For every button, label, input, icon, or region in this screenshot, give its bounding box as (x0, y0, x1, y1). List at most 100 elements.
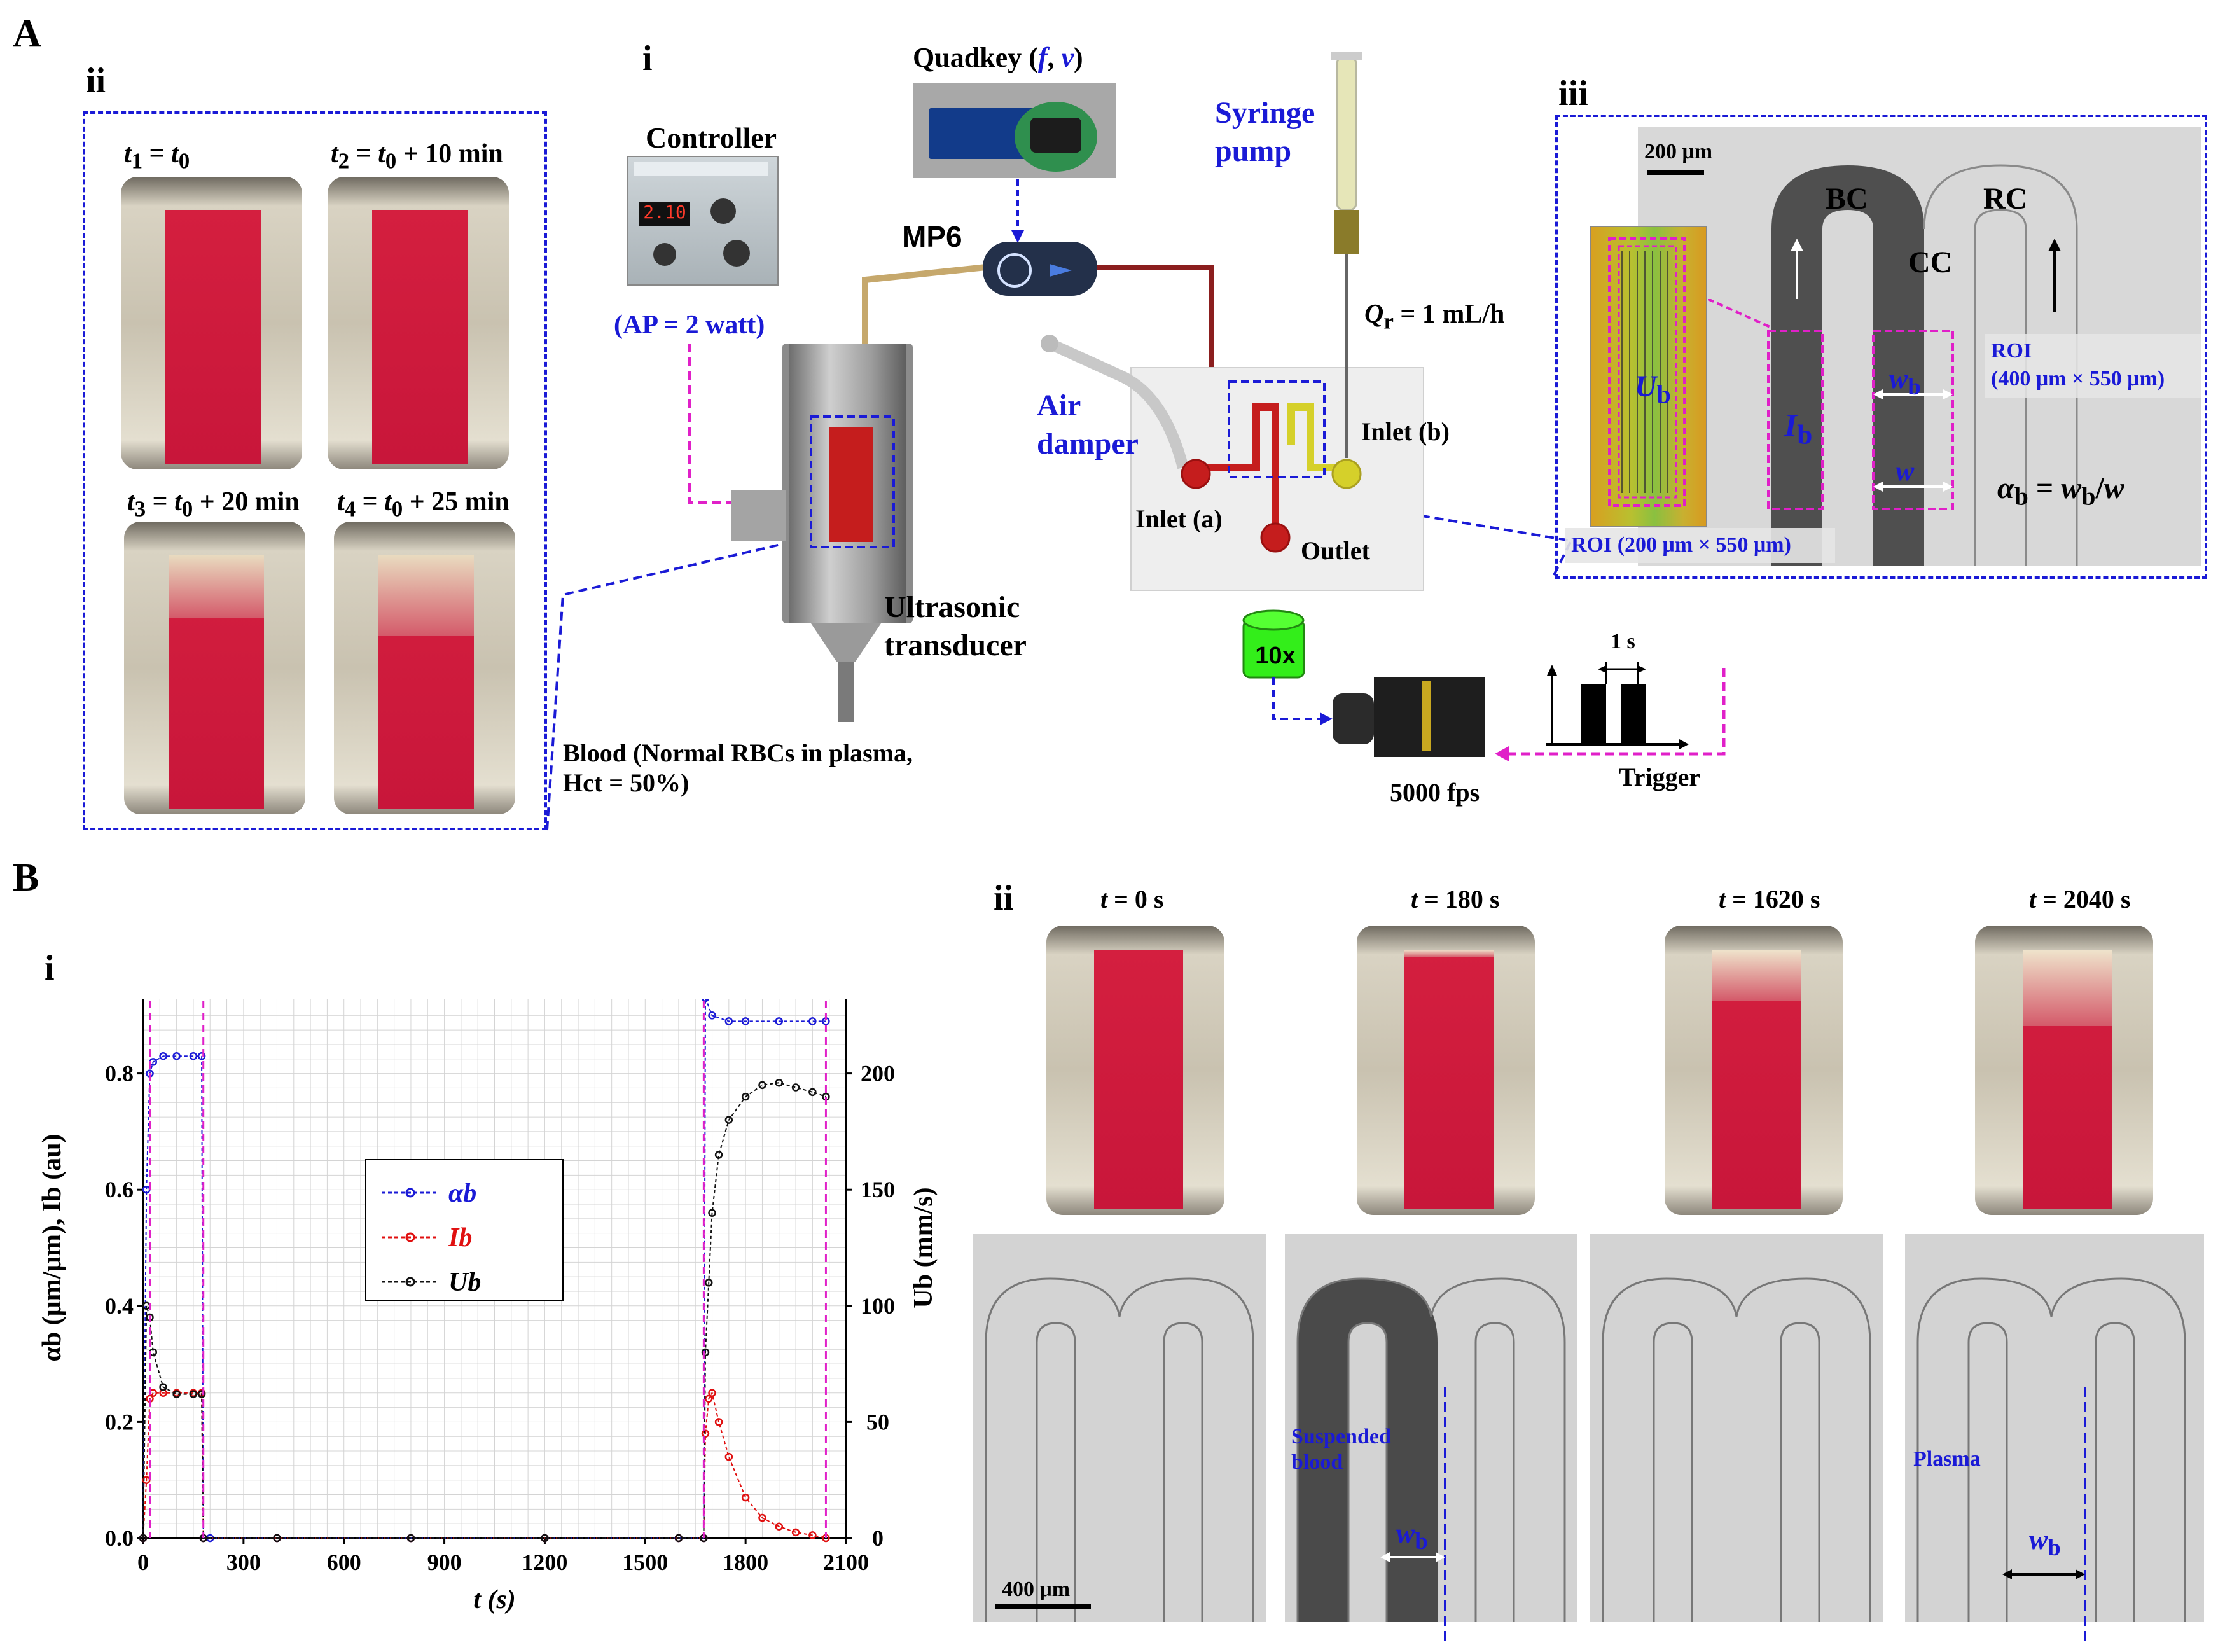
data-point (714, 1418, 723, 1426)
x-tick-label: 600 (327, 1550, 361, 1575)
data-point (159, 1052, 167, 1060)
roi-left-label: ROI (200 μm × 550 μm) (1571, 533, 1791, 557)
syringe-label-line2: pump (1215, 134, 1292, 168)
plasma-micro-label: Plasma (1913, 1447, 1981, 1471)
data-point (808, 1088, 817, 1097)
data-point (142, 1185, 151, 1194)
roi-right-line2: (400 μm × 550 μm) (1991, 367, 2165, 391)
blood-vial-photo-3 (124, 522, 305, 814)
legend-label-2: Ub (448, 1268, 481, 1297)
data-point (758, 1513, 766, 1522)
blood-caption-line1: Blood (Normal RBCs in plasma, (563, 739, 913, 767)
data-point (189, 1052, 198, 1060)
bc-label: BC (1826, 182, 1868, 216)
suspended-blood-line1: Suspended (1291, 1425, 1391, 1448)
y-left-tick-label: 0.8 (105, 1061, 134, 1086)
data-point (197, 1052, 206, 1060)
blood-caption-line2: Hct = 50%) (563, 768, 690, 797)
quadkey-arrow (1011, 179, 1024, 243)
velocity-roi-overlay (1608, 237, 1686, 507)
channel-micrograph-1 (973, 1234, 1266, 1622)
vial-photo-1 (1046, 926, 1224, 1215)
syringe-pump-label: Syringe pump (1215, 94, 1315, 170)
transducer-label-line2: transducer (884, 628, 1027, 662)
channel-micrograph-4 (1905, 1234, 2204, 1622)
panel-a-ii-box (83, 111, 547, 830)
w-label: w (1896, 455, 1915, 487)
controller-display: 2.10 (639, 202, 690, 226)
data-point (197, 1390, 206, 1398)
roi-right-line1: ROI (1991, 339, 2032, 363)
transducer-label-line1: Ultrasonic (884, 590, 1020, 624)
vial-photo-2 (1357, 926, 1535, 1215)
ub-label: Ub (1635, 370, 1671, 409)
scale-200um: 200 μm (1644, 140, 1713, 163)
panel-b-ii-label: ii (994, 878, 1014, 918)
y-right-tick-label: 200 (861, 1061, 895, 1086)
x-tick-label: 900 (427, 1550, 462, 1575)
scale-400um: 400 μm (1002, 1578, 1071, 1601)
y-right-tick-label: 50 (866, 1409, 889, 1434)
air-label-line1: Air (1037, 389, 1081, 422)
time-label-3: t = 1620 s (1719, 885, 1820, 913)
y-left-tick-label: 0.4 (105, 1293, 134, 1319)
data-point (808, 1017, 817, 1025)
panel-label-b: B (13, 856, 39, 899)
data-point (741, 1017, 750, 1025)
time-label-4: t = 2040 s (2029, 885, 2131, 913)
panel-a-iii-box (1555, 115, 2207, 579)
roi-right-label: ROI (400 μm × 550 μm) (1991, 337, 2165, 393)
y-left-tick-label: 0.6 (105, 1177, 134, 1202)
data-point (708, 1011, 716, 1020)
data-point (172, 1390, 181, 1398)
series-line-0 (142, 999, 826, 1539)
y-right-tick-label: 150 (861, 1177, 895, 1202)
roi-left-label-box (1565, 528, 1835, 563)
panel-ii-label: ii (86, 61, 106, 101)
controller-image: 2.10 (627, 156, 779, 286)
roi-micrograph (1638, 127, 2201, 566)
panel-label-a: A (13, 12, 41, 55)
y-left-axis-label: αb (μm/μm), Ib (au) (38, 1134, 67, 1361)
data-point (708, 1389, 716, 1397)
data-point (406, 1534, 415, 1543)
data-point (741, 1092, 750, 1101)
outlet-label: Outlet (1301, 536, 1370, 565)
blood-vial-photo-4 (334, 522, 515, 814)
data-point (541, 1534, 549, 1543)
panel-b-i-label: i (45, 948, 55, 988)
data-point (775, 1522, 784, 1531)
blood-vial-photo-1 (121, 177, 302, 469)
x-axis-label: t (s) (473, 1585, 516, 1614)
controller-label: Controller (646, 121, 777, 154)
ib-label: Ib (1784, 408, 1813, 450)
data-point (741, 1493, 750, 1502)
data-point (189, 1390, 198, 1398)
legend-label-0: αb (448, 1179, 476, 1208)
syringe-label-line1: Syringe (1215, 96, 1315, 130)
objective-label: 10x (1255, 642, 1296, 669)
channel-micrograph-3 (1590, 1234, 1883, 1622)
pulse-period-label: 1 s (1611, 630, 1635, 653)
data-point (701, 1348, 710, 1357)
vial-photo-4 (1975, 926, 2153, 1215)
trigger-label: Trigger (1619, 763, 1701, 791)
time-label-1: t = 0 s (1100, 885, 1164, 913)
panel-i-label: i (642, 39, 653, 78)
data-point (724, 1017, 733, 1025)
flow-rate-label: Qr = 1 mL/h (1364, 300, 1505, 334)
data-point (159, 1383, 167, 1391)
series-line-2 (142, 1082, 826, 1539)
scale-bar-400um-line (995, 1604, 1091, 1609)
alpha-formula: αb = wb/w (1997, 471, 2124, 511)
x-tick-label: 300 (226, 1550, 261, 1575)
panel-iii-label: iii (1558, 74, 1588, 113)
rc-label: RC (1983, 182, 2028, 216)
blood-caption: Blood (Normal RBCs in plasma, Hct = 50%) (563, 738, 913, 798)
roi-link-line (1708, 299, 1772, 329)
wb-label-plasma: wb (2029, 1524, 2061, 1560)
ap-label: (AP = 2 watt) (614, 310, 765, 340)
data-point (758, 1081, 766, 1090)
